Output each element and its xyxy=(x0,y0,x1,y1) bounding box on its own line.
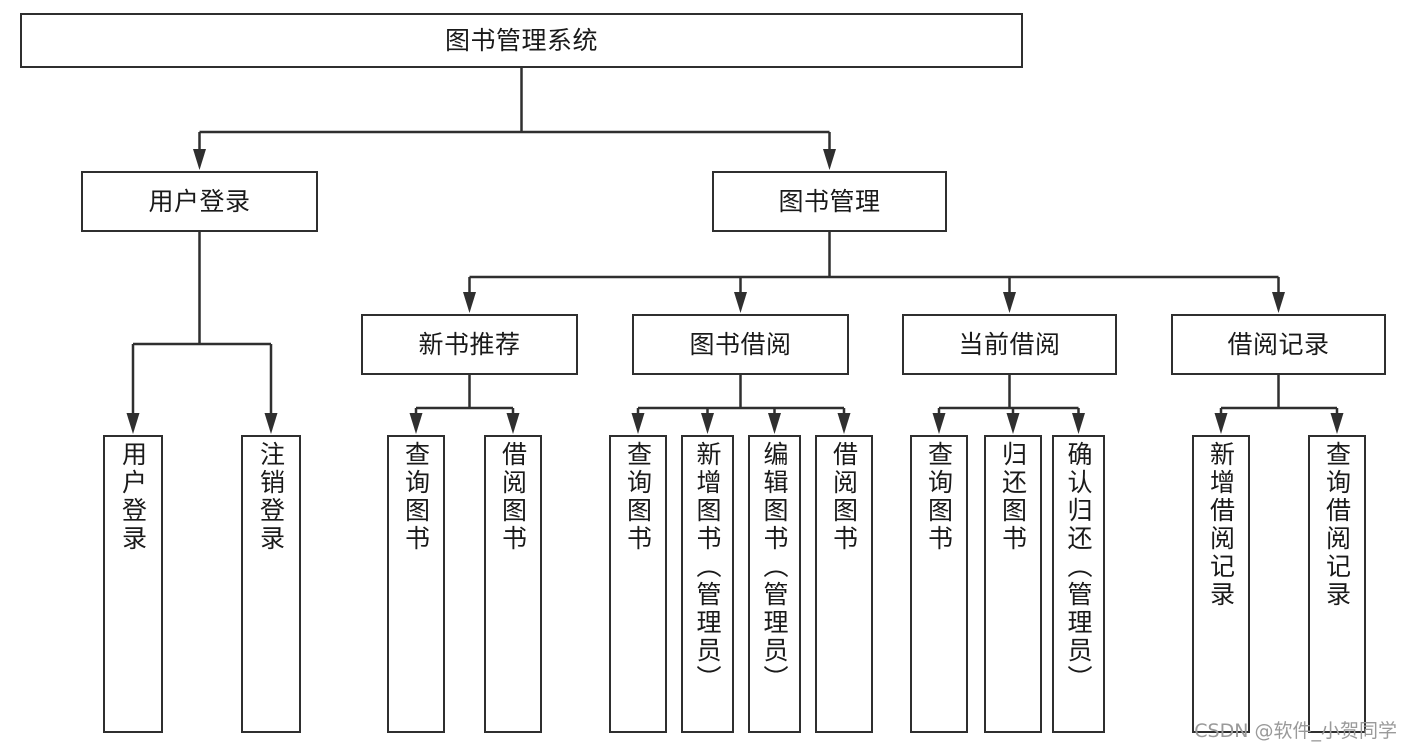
arrowhead-l8 xyxy=(837,413,851,434)
arrowhead-l9 xyxy=(932,413,946,434)
node-current[interactable]: 当前借阅 xyxy=(902,314,1117,375)
node-label: 查询借阅记录 xyxy=(1322,441,1352,609)
node-l4[interactable]: 借阅图书 xyxy=(484,435,542,733)
node-records[interactable]: 借阅记录 xyxy=(1171,314,1386,375)
arrowhead-l10 xyxy=(1006,413,1020,434)
node-l7[interactable]: 编辑图书（管理员） xyxy=(748,435,801,733)
arrowhead-l4 xyxy=(506,413,520,434)
arrowhead-l11 xyxy=(1072,413,1085,434)
arrowhead-login xyxy=(193,149,206,170)
node-label: 查询图书 xyxy=(623,441,653,553)
arrowhead-l13 xyxy=(1330,413,1344,434)
node-label: 编辑图书（管理员） xyxy=(760,441,789,693)
node-borrow[interactable]: 图书借阅 xyxy=(632,314,849,375)
node-l13[interactable]: 查询借阅记录 xyxy=(1308,435,1366,733)
node-l11[interactable]: 确认归还（管理员） xyxy=(1052,435,1105,733)
arrowhead-l2 xyxy=(264,413,278,434)
node-label: 借阅图书 xyxy=(829,441,859,553)
arrowhead-current xyxy=(1003,292,1016,313)
arrowhead-newbook xyxy=(463,292,476,313)
node-label: 归还图书 xyxy=(998,441,1028,553)
node-label: 新增借阅记录 xyxy=(1206,441,1236,609)
node-l5[interactable]: 查询图书 xyxy=(609,435,667,733)
node-l8[interactable]: 借阅图书 xyxy=(815,435,873,733)
node-label: 注销登录 xyxy=(256,441,286,553)
node-l12[interactable]: 新增借阅记录 xyxy=(1192,435,1250,733)
node-label: 借阅图书 xyxy=(498,441,528,553)
arrowhead-l7 xyxy=(768,413,781,434)
arrowhead-bookmgmt xyxy=(823,149,836,170)
node-label: 查询图书 xyxy=(924,441,954,553)
node-label: 借阅记录 xyxy=(1227,329,1330,359)
node-l6[interactable]: 新增图书（管理员） xyxy=(681,435,734,733)
node-login[interactable]: 用户登录 xyxy=(81,171,318,232)
watermark: CSDN @软件_小贺同学 xyxy=(1194,720,1397,742)
node-label: 确认归还（管理员） xyxy=(1064,441,1093,693)
node-label: 新增图书（管理员） xyxy=(693,441,722,693)
node-l3[interactable]: 查询图书 xyxy=(387,435,445,733)
node-label: 图书管理系统 xyxy=(444,25,598,55)
arrowhead-l3 xyxy=(409,413,423,434)
node-label: 图书借阅 xyxy=(689,329,792,359)
arrowhead-borrow xyxy=(734,292,747,313)
node-l9[interactable]: 查询图书 xyxy=(910,435,968,733)
arrowhead-l6 xyxy=(701,413,714,434)
arrowhead-l12 xyxy=(1214,413,1228,434)
node-label: 用户登录 xyxy=(118,441,148,553)
node-label: 新书推荐 xyxy=(418,329,521,359)
node-label: 查询图书 xyxy=(401,441,431,553)
arrowhead-l1 xyxy=(126,413,140,434)
node-bookmgmt[interactable]: 图书管理 xyxy=(712,171,947,232)
node-label: 用户登录 xyxy=(148,186,251,216)
node-l1[interactable]: 用户登录 xyxy=(103,435,163,733)
node-newbook[interactable]: 新书推荐 xyxy=(361,314,578,375)
node-l2[interactable]: 注销登录 xyxy=(241,435,301,733)
arrowhead-l5 xyxy=(631,413,645,434)
node-label: 当前借阅 xyxy=(958,329,1061,359)
node-label: 图书管理 xyxy=(778,186,881,216)
node-root[interactable]: 图书管理系统 xyxy=(20,13,1023,68)
node-l10[interactable]: 归还图书 xyxy=(984,435,1042,733)
arrowhead-records xyxy=(1272,292,1285,313)
